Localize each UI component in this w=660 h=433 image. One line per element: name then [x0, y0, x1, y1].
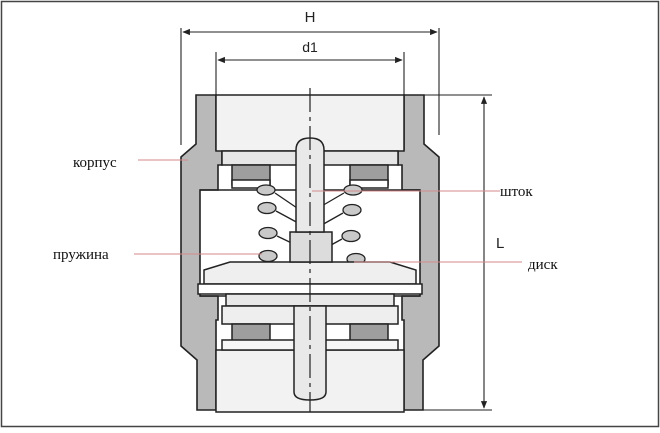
dimension-H [180, 28, 440, 145]
label-body: корпус [73, 155, 117, 171]
dimension-L [423, 94, 492, 411]
dimension-d1-label: d1 [302, 39, 318, 55]
label-disc: диск [528, 257, 558, 273]
dimension-L-label: L [496, 235, 504, 252]
spring [256, 184, 366, 266]
label-stem: шток [500, 184, 533, 200]
label-spring: пружина [53, 247, 109, 263]
leader-lines [134, 159, 522, 263]
dimension-H-label: H [305, 9, 316, 26]
dimension-d1 [215, 52, 405, 95]
